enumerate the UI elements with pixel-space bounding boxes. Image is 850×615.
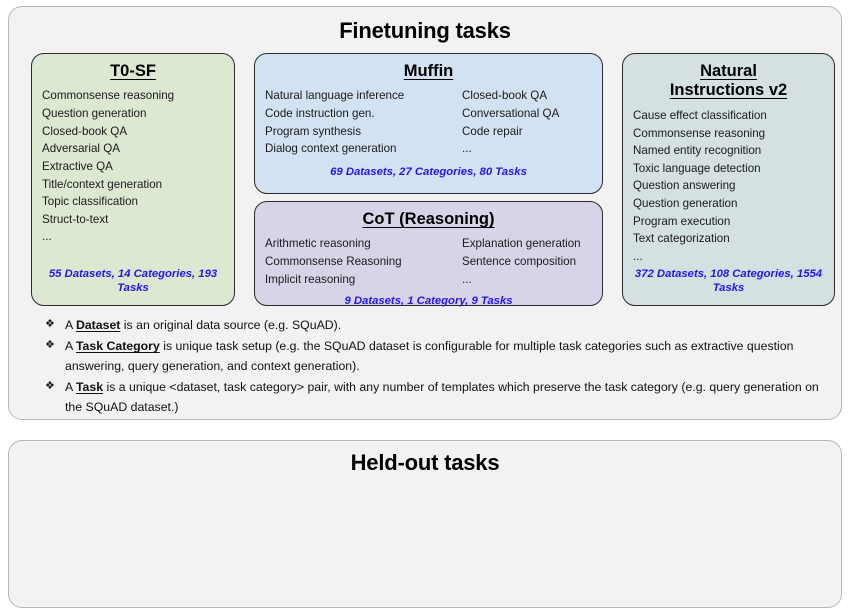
list-item: Explanation generation (462, 237, 581, 251)
card-items-muffin: Natural language inference Closed-book QA… (265, 87, 592, 157)
list-item: Question answering (633, 179, 736, 193)
card-muffin[interactable]: Muffin Natural language inference Closed-… (254, 53, 603, 194)
definition-text-task-category: A Task Category is unique task setup (e.… (65, 337, 839, 376)
list-item: Arithmetic reasoning (265, 237, 371, 251)
card-title-t0-sf: T0-SF (110, 62, 156, 80)
list-item: Code instruction gen. (265, 107, 375, 121)
list-item: Implicit reasoning (265, 272, 356, 286)
list-item: Toxic language detection (633, 161, 761, 175)
list-item: Cause effect classification (633, 108, 767, 122)
list-item: Program execution (633, 214, 731, 228)
definition-item-task-category: ❖ A Task Category is unique task setup (… (39, 337, 839, 376)
list-item: Topic classification (42, 195, 139, 209)
definition-post: is unique task setup (e.g. the SQuAD dat… (65, 339, 794, 373)
list-item-ellipsis: ... (42, 230, 52, 244)
list-item: Conversational QA (462, 107, 560, 121)
list-item: Closed-book QA (462, 89, 548, 103)
definition-pre: A (65, 318, 76, 332)
card-title-muffin: Muffin (403, 62, 454, 80)
list-item: Sentence composition (462, 255, 577, 269)
card-footnote-natural-instructions-v2: 372 Datasets, 108 Categories, 1554 Tasks (634, 267, 823, 295)
list-item-ellipsis: ... (462, 272, 472, 286)
definition-term: Dataset (75, 318, 121, 332)
diamond-bullet-icon: ❖ (45, 380, 55, 393)
card-title-line-1: Natural (700, 62, 757, 80)
card-t0-sf[interactable]: T0-SF Commonsense reasoning Question gen… (31, 53, 235, 306)
definition-text-task: A Task is a unique <dataset, task catego… (65, 378, 839, 417)
list-item: Program synthesis (265, 124, 362, 138)
list-item: Struct-to-text (42, 212, 109, 226)
card-cot-reasoning[interactable]: CoT (Reasoning) Arithmetic reasoning Expl… (254, 201, 603, 308)
card-footnote-muffin: 69 Datasets, 27 Categories, 80 Tasks (330, 165, 527, 178)
list-item: Commonsense reasoning (633, 126, 766, 140)
definition-term: Task Category (75, 339, 160, 354)
card-natural-instructions-v2[interactable]: Natural Instructions v2 Cause effect cla… (622, 53, 835, 306)
list-item: Closed-book QA (42, 124, 128, 138)
list-item: Natural language inference (265, 89, 405, 103)
card-items-cot-reasoning: Arithmetic reasoning Explanation generati… (265, 235, 592, 288)
list-item: Question generation (633, 196, 738, 210)
list-item-ellipsis: ... (462, 142, 472, 156)
heldout-panel-title: Held-out tasks (350, 450, 500, 475)
diamond-bullet-icon: ❖ (45, 318, 55, 330)
card-title-cot-reasoning: CoT (Reasoning) (362, 210, 495, 228)
definition-item-dataset: ❖ A Dataset is an original data source (… (39, 316, 839, 335)
list-item: Text categorization (633, 232, 730, 246)
list-item: Code repair (462, 124, 523, 138)
card-items-natural-instructions-v2: Cause effect classification Commonsense … (633, 107, 824, 265)
finetuning-tasks-panel: Finetuning tasks T0-SF Commonsense reaso… (8, 6, 842, 420)
list-item: Extractive QA (42, 159, 113, 173)
list-item: Named entity recognition (633, 144, 762, 158)
held-out-tasks-panel: Held-out tasks MMLU Abstract algebraSoci… (8, 440, 842, 608)
list-item: Adversarial QA (42, 142, 120, 156)
list-item: Title/context generation (42, 177, 163, 191)
card-title-line-2: Instructions v2 (669, 81, 788, 100)
card-items-t0-sf: Commonsense reasoning Question generatio… (42, 87, 224, 245)
list-item: Dialog context generation (265, 142, 397, 156)
card-footnote-t0-sf: 55 Datasets, 14 Categories, 193 Tasks (48, 267, 218, 295)
diamond-bullet-icon: ❖ (45, 339, 55, 352)
definition-post: is a unique <dataset, task category> pai… (65, 380, 819, 414)
finetuning-panel-title: Finetuning tasks (339, 18, 511, 43)
definitions-list: ❖ A Dataset is an original data source (… (39, 316, 839, 419)
list-item: Commonsense reasoning (42, 89, 175, 103)
list-item: Commonsense Reasoning (265, 255, 402, 269)
definition-item-task: ❖ A Task is a unique <dataset, task cate… (39, 378, 839, 417)
list-item-ellipsis: ... (633, 249, 643, 263)
definition-term: Task (75, 380, 104, 395)
definition-text-dataset: A Dataset is an original data source (e.… (65, 316, 839, 335)
card-title-natural-instructions-v2: Natural Instructions v2 (633, 62, 824, 101)
card-footnote-cot-reasoning: 9 Datasets, 1 Category, 9 Tasks (344, 295, 513, 308)
list-item: Question generation (42, 107, 147, 121)
definition-post: is an original data source (e.g. SQuAD). (120, 318, 342, 332)
definition-pre: A (65, 339, 76, 354)
definition-pre: A (65, 380, 76, 395)
